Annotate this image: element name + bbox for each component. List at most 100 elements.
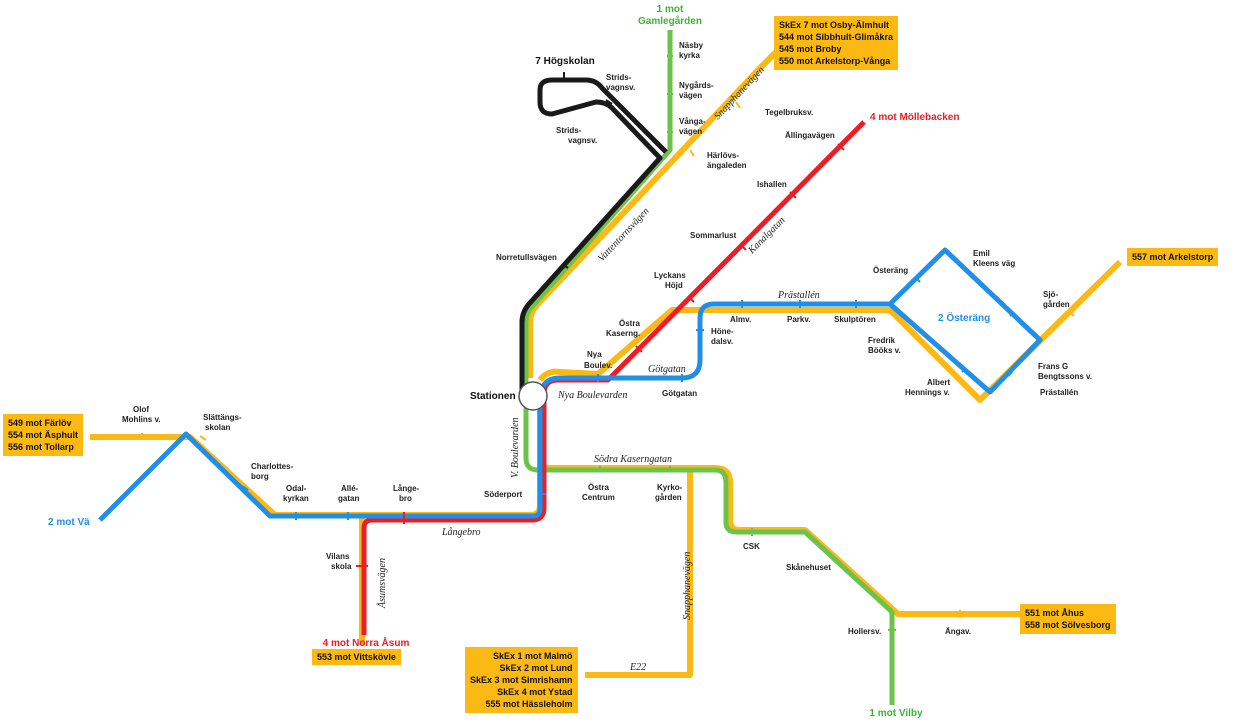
street-nya-boulevarden: Nya Boulevarden (557, 390, 627, 401)
stop-ostra-c-2: Centrum (582, 493, 615, 502)
stop-strids2: Strids- (556, 126, 582, 135)
box-line: 553 mot Vittskövle (317, 652, 396, 662)
stop-strids1: Strids- (606, 73, 632, 82)
line7-black (519, 77, 668, 395)
stop-nasby-2: kyrka (679, 51, 700, 60)
stop-olof-2: Mohlins v. (122, 415, 161, 424)
stop-emil: Emil (973, 249, 990, 258)
street-snapphane-south: Snapphanevägen (682, 552, 693, 620)
line2-west-terminal: 2 mot Vä (48, 517, 90, 528)
stop-nygards: Nygårds- (679, 81, 714, 90)
stop-hollersv: Hollersv. (848, 627, 881, 636)
street-v-boulevarden: V. Boulevarden (510, 417, 521, 478)
line1-green (523, 30, 895, 705)
box-line: 544 mot Sibbhult-Glimåkra (779, 32, 894, 42)
box-line: 551 mot Åhus (1025, 608, 1085, 618)
stop-frans-2: Bengtssons v. (1038, 372, 1092, 381)
box-line: 550 mot Arkelstorp-Vånga (779, 56, 891, 66)
stop-tegelbruks: Tegelbruksv. (765, 108, 813, 117)
stop-ostra-c: Östra (588, 483, 609, 492)
stop-alle-2: gatan (338, 494, 359, 503)
stop-slattangs-2: skolan (205, 423, 230, 432)
stop-lange: Långe- (393, 484, 420, 493)
stop-kyrko-2: gården (655, 493, 682, 502)
stop-allinga: Ällingavägen (785, 131, 835, 140)
line2-loop-terminal: 2 Österäng (938, 311, 990, 324)
stop-charl-2: borg (251, 472, 269, 481)
station-label: Stationen (470, 391, 516, 402)
yellow-route-south (537, 398, 1020, 617)
stop-nygards-2: vägen (679, 91, 702, 100)
stop-strids1-2: vagnsv. (606, 83, 635, 92)
stop-emil-2: Kleens väg (973, 259, 1015, 268)
stop-strids2-2: vagnsv. (568, 136, 597, 145)
routes-box-southeast: 551 mot Åhus 558 mot Sölvesborg (1020, 604, 1116, 634)
box-line: SkEx 7 mot Osby-Älmhult (779, 20, 890, 30)
box-line: 557 mot Arkelstorp (1132, 252, 1214, 262)
stop-almv: Almv. (730, 315, 751, 324)
line1-south-terminal: 1 mot Vilby (869, 708, 923, 719)
box-line: 545 mot Broby (779, 44, 842, 54)
stop-albert: Albert (927, 378, 950, 387)
stop-skanehuset: Skånehuset (786, 563, 831, 572)
routes-box-south-small: 553 mot Vittskövle (312, 649, 401, 665)
stop-alle: Allé- (341, 484, 359, 493)
stop-frans: Frans G (1038, 362, 1068, 371)
stop-ostra-kas: Östra (619, 319, 640, 328)
box-line: SkEx 2 mot Lund (499, 663, 573, 673)
box-line: SkEx 3 mot Simrishamn (470, 675, 573, 685)
stop-soderport: Söderport (484, 490, 523, 499)
line4-north-terminal: 4 mot Möllebacken (870, 112, 959, 123)
street-e22: E22 (629, 662, 646, 673)
stop-hone: Höne- (711, 327, 734, 336)
stop-ostra-kas-2: Kaserng. (606, 329, 640, 338)
line2-blue (98, 247, 1043, 522)
stop-parkv: Parkv. (787, 315, 810, 324)
stop-lange-2: bro (399, 494, 412, 503)
stop-vilans-2: skola (331, 562, 352, 571)
stop-odal-2: kyrkan (283, 494, 309, 503)
line7-terminal: 7 Högskolan (535, 56, 594, 67)
routes-box-south-main: SkEx 1 mot Malmö SkEx 2 mot Lund SkEx 3 … (465, 647, 578, 713)
line1-north-terminal-b: Gamlegården (638, 15, 702, 27)
stop-gotgatan: Götgatan (662, 389, 697, 398)
stop-sommarlust: Sommarlust (690, 231, 737, 240)
stop-norretull: Norretullsvägen (496, 253, 557, 262)
stop-vanga-2: vägen (679, 127, 702, 136)
stop-sjo: Sjö- (1043, 290, 1058, 299)
box-line: 556 mot Tollarp (8, 442, 74, 452)
stop-vanga: Vånga- (679, 117, 706, 126)
stop-olof: Olof (133, 405, 149, 414)
stop-albert-2: Hennings v. (905, 388, 950, 397)
stop-skulptoren: Skulptören (834, 315, 876, 324)
stop-nya-boul-2: Boulev. (584, 361, 612, 370)
stop-odal: Odal- (286, 484, 307, 493)
street-gotgatan: Götgatan (648, 364, 686, 375)
yellow-route-east (537, 259, 1123, 403)
box-line: 555 mot Hässleholm (485, 699, 573, 709)
stop-hone-2: dalsv. (711, 337, 733, 346)
stop-harlovs: Härlövs- (707, 151, 739, 160)
stop-ishallen: Ishallen (757, 180, 787, 189)
routes-box-east: 557 mot Arkelstorp (1127, 248, 1219, 266)
box-line: SkEx 1 mot Malmö (493, 651, 573, 661)
stop-lyckans: Lyckans (654, 271, 686, 280)
stop-charl: Charlottes- (251, 462, 294, 471)
box-line: 549 mot Färlöv (8, 418, 72, 428)
routes-box-northeast: SkEx 7 mot Osby-Älmhult 544 mot Sibbhult… (774, 16, 899, 70)
box-line: 554 mot Äsphult (8, 430, 79, 440)
yellow-route-south-e22 (585, 470, 693, 678)
street-prastallen: Prästallén (777, 290, 820, 301)
stop-osterang: Österäng (873, 266, 908, 275)
street-snapphane-north: Snapphanevägen (712, 65, 767, 122)
stop-fredrik: Fredrik (868, 336, 896, 345)
stop-nasby: Näsby (679, 41, 704, 50)
line4-south-terminal: 4 mot Norra Åsum (323, 636, 410, 649)
stop-prastallen: Prästallén (1040, 388, 1078, 397)
stop-sjo-2: gården (1043, 300, 1070, 309)
box-line: SkEx 4 mot Ystad (497, 687, 573, 697)
stop-csk: CSK (743, 542, 760, 551)
stop-angav: Ängav. (945, 627, 971, 636)
street-sodra-kaserngatan: Södra Kaserngatan (594, 454, 672, 465)
